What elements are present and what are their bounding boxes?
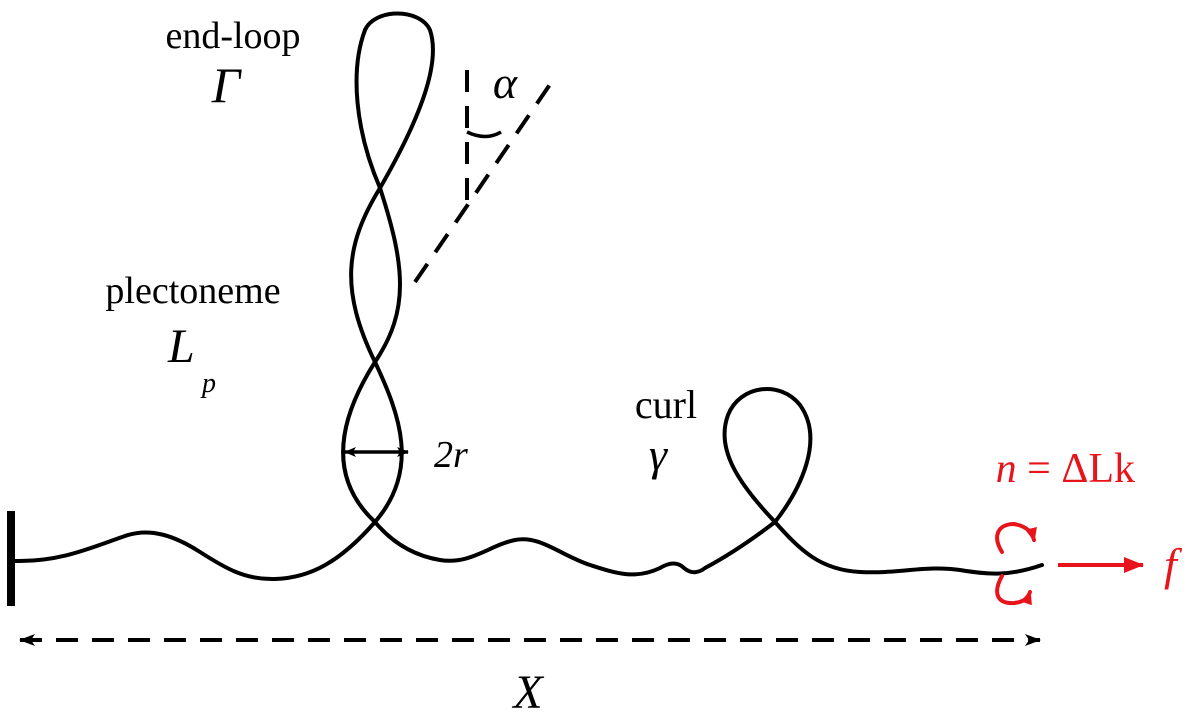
- plectoneme-subscript: p: [200, 368, 216, 399]
- pitch-angle-guide: [413, 70, 553, 284]
- curl-symbol: γ: [649, 429, 669, 480]
- linking-number-label: n = ΔLk: [996, 446, 1135, 492]
- extension-label: X: [511, 666, 544, 719]
- angle-arc: [466, 130, 502, 139]
- curl-label: curl: [635, 382, 697, 427]
- linking-var: n: [996, 446, 1017, 492]
- end-loop-symbol: Γ: [211, 57, 243, 113]
- plectoneme-strand-b: [349, 186, 404, 524]
- anchor-wall: [7, 511, 15, 606]
- curl-loop: [722, 387, 813, 524]
- plectoneme-symbol: L: [167, 320, 195, 373]
- angle-label: α: [493, 57, 518, 108]
- plectoneme-strand-a: [341, 28, 402, 524]
- end-loop-label: end-loop: [165, 15, 300, 57]
- dna-segment-middle: [373, 520, 777, 577]
- plectoneme-label: plectoneme: [105, 270, 280, 312]
- linking-val: ΔLk: [1061, 446, 1135, 492]
- linking-eq: =: [1017, 446, 1062, 492]
- dna-segment-left: [13, 520, 377, 582]
- dna-segment-right: [773, 520, 1044, 576]
- end-loop: [363, 11, 435, 190]
- rotation-arrow-icon: [995, 521, 1037, 606]
- strand-tangent-line: [413, 81, 553, 284]
- diameter-label: 2r: [434, 434, 468, 476]
- force-label: f: [1164, 539, 1183, 590]
- dna-strand: [13, 11, 1044, 582]
